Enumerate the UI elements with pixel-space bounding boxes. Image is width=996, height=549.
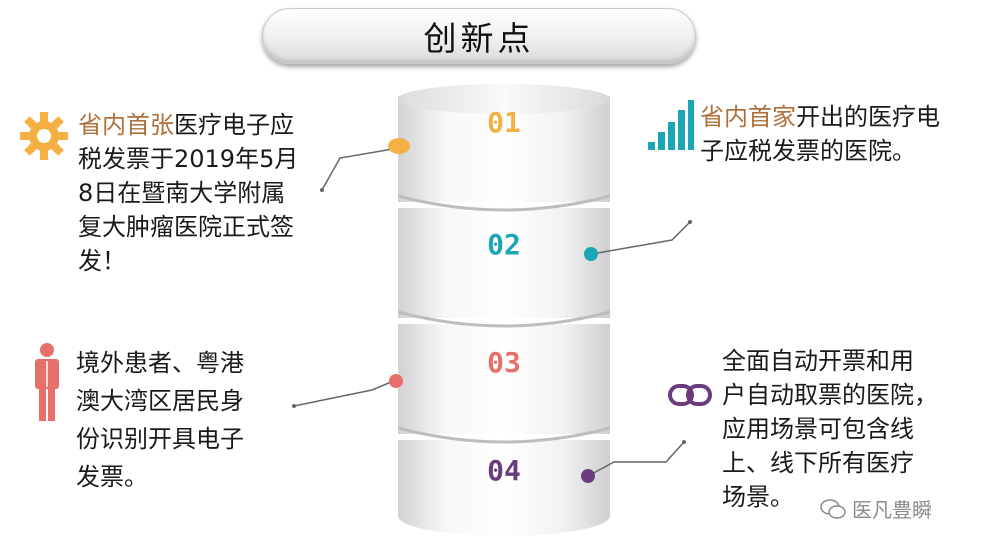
item-2-line-1: 开出的医疗电 [796,103,940,131]
cylinder-segment-2 [398,208,610,318]
number-03: 03 [487,346,521,379]
item-3-line-3: 份识别开具电子 [76,425,244,453]
item-3-line-4: 发票。 [76,463,148,491]
item-4-text: 全面自动开票和用 户自动取票的医院， 应用场景可包含线 上、线下所有医疗 场景。 [722,344,992,514]
number-01: 01 [487,106,521,139]
item-4-line-1: 全面自动开票和用 [722,347,914,375]
dot-03 [389,374,403,388]
item-3-line-1: 境外患者、粤港 [76,349,244,377]
cylinder-segment-3 [398,324,610,434]
cylinder-top [398,84,610,114]
item-1-line-3: 8日在暨南大学附属 [78,179,286,207]
item-1-line-5: 发！ [78,247,126,275]
number-02: 02 [487,228,521,261]
page-title: 创新点 [423,19,535,58]
item-2-highlight: 省内首家 [700,103,796,131]
item-4-line-4: 上、线下所有医疗 [722,449,914,477]
item-1-highlight: 省内首张 [78,111,174,139]
item-4-line-3: 应用场景可包含线 [722,415,914,443]
number-04: 04 [487,454,521,487]
dot-01 [388,138,410,154]
cylinder-dividers [398,194,610,444]
cylinder-segment-4 [398,440,610,536]
watermark-text: 医凡豊瞬 [852,498,932,522]
dot-04 [581,469,595,483]
gear-icon [20,112,68,160]
cylinder: 01 02 03 04 [398,84,610,540]
item-3-text: 境外患者、粤港 澳大湾区居民身 份识别开具电子 发票。 [76,344,286,496]
item-1-line-2: 税发票于2019年5月 [78,145,299,173]
title-banner: 创新点 [262,8,696,64]
item-1-text: 省内首张医疗电子应 税发票于2019年5月 8日在暨南大学附属 复大肿瘤医院正式… [78,108,348,278]
item-1-line-1: 医疗电子应 [174,111,294,139]
watermark: 医凡豊瞬 [820,494,932,523]
item-3-line-2: 澳大湾区居民身 [76,387,244,415]
dot-02 [584,247,598,261]
item-4-line-2: 户自动取票的医院， [722,381,938,409]
item-4-line-5: 场景。 [722,483,794,511]
item-2-text: 省内首家开出的医疗电 子应税发票的医院。 [700,100,985,168]
person-icon [35,343,59,421]
bar-chart-icon [648,100,694,150]
link-icon [668,384,712,406]
item-2-line-2: 子应税发票的医院。 [700,137,916,165]
item-1-line-4: 复大肿瘤医院正式签 [78,213,294,241]
wechat-icon [820,498,846,519]
